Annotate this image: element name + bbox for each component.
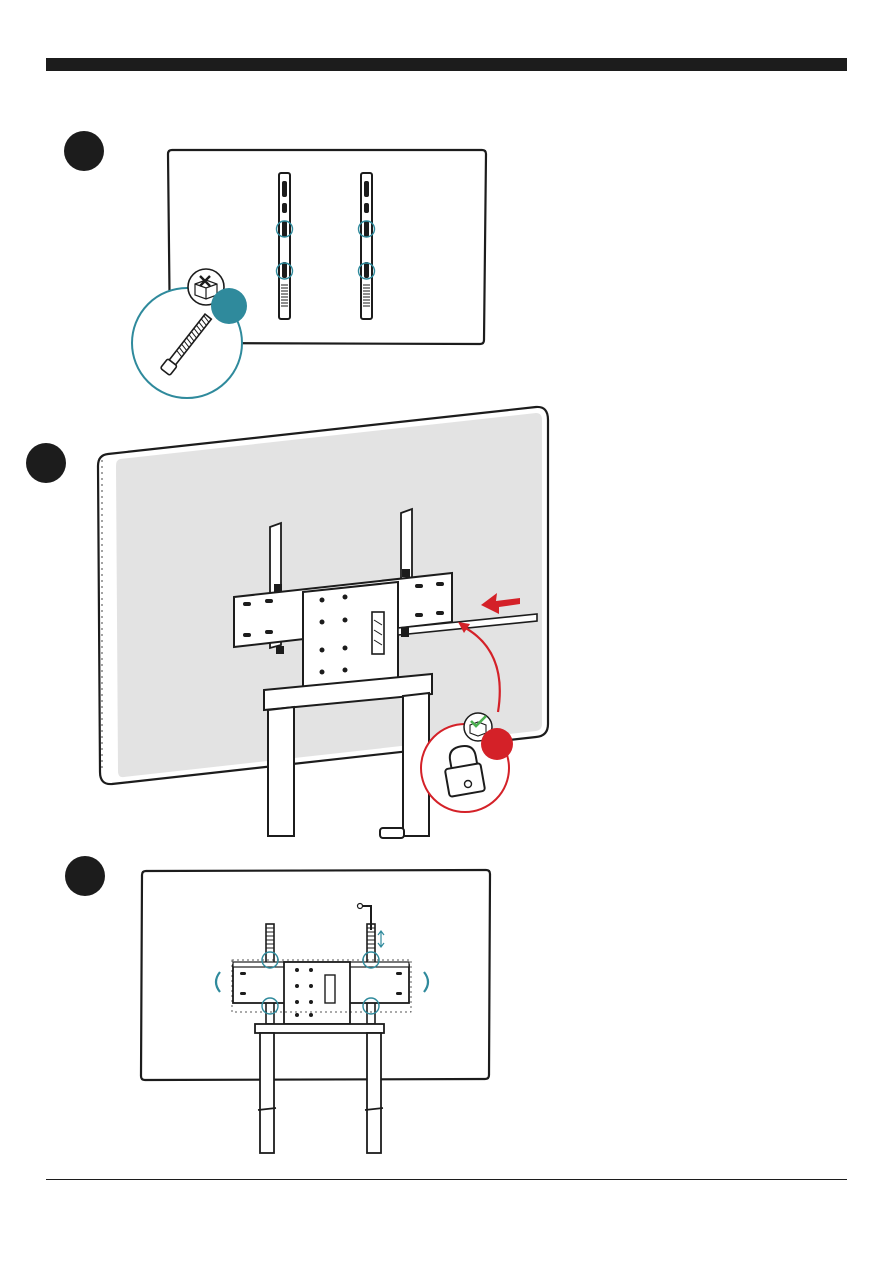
footer-rule: [46, 1179, 847, 1180]
vertical-rail-right: [359, 173, 375, 319]
red-badge: [481, 728, 513, 760]
step-2-panel: [98, 407, 548, 838]
vertical-rail-left: [277, 173, 293, 319]
step-3-panel: [141, 870, 490, 1153]
teal-badge: [211, 288, 247, 324]
step-1-panel: [132, 150, 486, 398]
